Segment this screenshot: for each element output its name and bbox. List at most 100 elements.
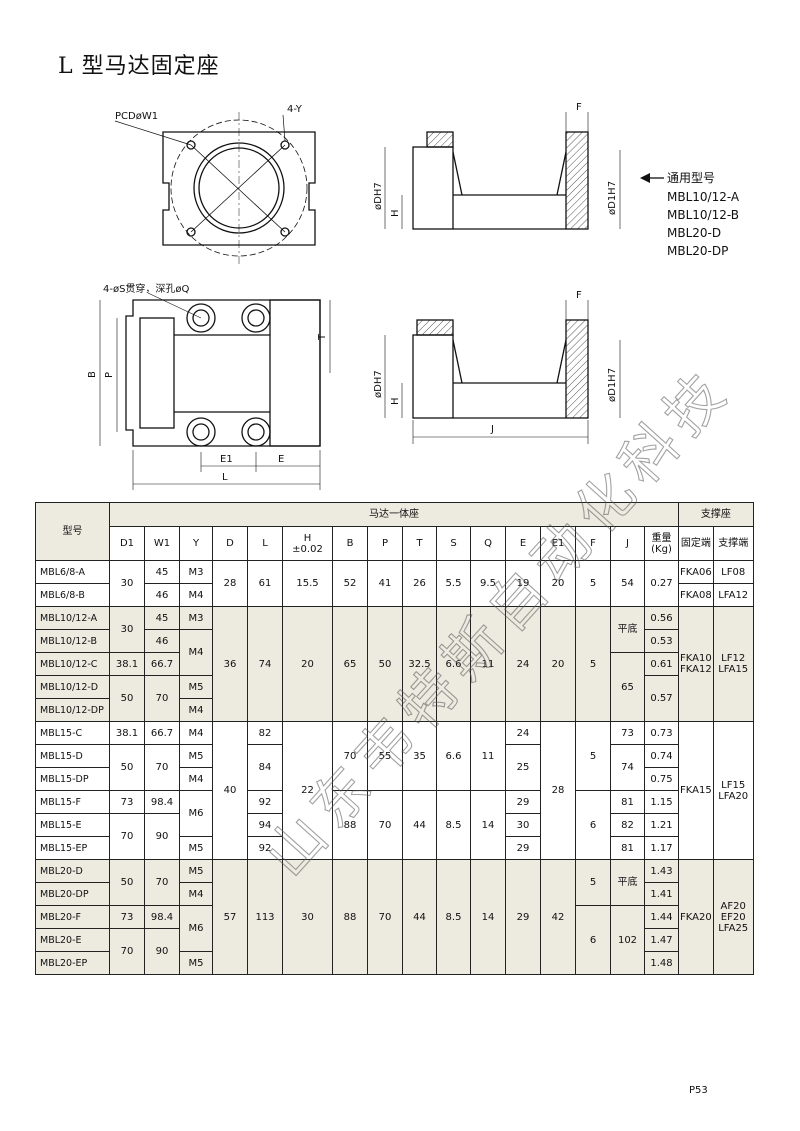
table-cell: M4: [179, 767, 213, 791]
common-model-1: MBL10/12-A: [667, 190, 740, 204]
side-view-drawing-bottom: [384, 300, 621, 444]
table-cell: 平底: [610, 606, 645, 653]
model-cell: MBL10/12-C: [35, 652, 110, 676]
col-header-fixed-end: 固定端: [678, 526, 714, 561]
table-cell: FKA15: [678, 721, 714, 860]
table-cell: 61: [247, 560, 283, 607]
table-cell: 1.48: [644, 951, 679, 975]
table-row: MBL10/12-A 30 45 M3 36 74 20 65 50 32.5 …: [35, 606, 754, 722]
common-model-2: MBL10/12-B: [667, 208, 739, 222]
holes-s-label: 4-øS贯穿，深孔øQ: [103, 282, 190, 295]
model-cell: MBL6/8-B: [35, 583, 110, 607]
dh7-label-top: øDH7: [373, 182, 384, 210]
model-cell: MBL20-D: [35, 859, 110, 883]
table-cell: 66.7: [144, 721, 180, 745]
table-cell: 92: [247, 790, 283, 814]
table-cell: 0.73: [644, 721, 679, 745]
dh7-label-bottom: øDH7: [373, 370, 384, 398]
model-cell: MBL15-D: [35, 744, 110, 768]
col-header-f: F: [575, 526, 611, 561]
table-cell: 1.41: [644, 882, 679, 906]
p-label: P: [104, 372, 115, 378]
l-label: L: [222, 472, 228, 483]
table-cell: 94: [247, 813, 283, 837]
table-cell: 平底: [610, 859, 645, 906]
table-cell: 1.15: [644, 790, 679, 814]
table-cell: 90: [144, 928, 180, 975]
table-cell: LF08: [712, 560, 754, 584]
table-cell: 8.5: [436, 790, 471, 860]
table-cell: 14: [470, 790, 506, 860]
col-header-b: B: [332, 526, 368, 561]
table-cell: AF20 EF20 LFA25: [712, 859, 754, 975]
model-header: 型号: [35, 502, 110, 561]
table-cell: 65: [332, 606, 368, 722]
table-cell: 70: [144, 675, 180, 722]
col-header-e: E: [505, 526, 541, 561]
table-cell: FKA06: [678, 560, 714, 584]
pcd-label: PCDøW1: [115, 111, 158, 122]
table-cell: 26: [402, 560, 437, 607]
table-cell: 5: [575, 606, 611, 722]
table-cell: 0.74: [644, 744, 679, 768]
table-cell: 5.5: [436, 560, 471, 607]
table-cell: 1.43: [644, 859, 679, 883]
col-header-t: T: [402, 526, 437, 561]
table-cell: M3: [179, 560, 213, 584]
col-header-d: D: [212, 526, 248, 561]
d1h7-label-bottom: øD1H7: [607, 368, 618, 402]
table-cell: 54: [610, 560, 645, 607]
j-label: J: [490, 424, 494, 435]
table-cell: 81: [610, 790, 645, 814]
table-cell: 6.6: [436, 721, 471, 791]
col-header-l: L: [247, 526, 283, 561]
table-cell: 25: [505, 744, 541, 791]
table-cell: 82: [610, 813, 645, 837]
table-cell: M4: [179, 583, 213, 607]
model-cell: MBL15-DP: [35, 767, 110, 791]
table-cell: 70: [367, 790, 403, 860]
table-cell: 0.53: [644, 629, 679, 653]
f-label-bottom: F: [576, 290, 582, 301]
table-cell: 9.5: [470, 560, 506, 607]
table-cell: 38.1: [109, 652, 145, 676]
table-cell: 0.75: [644, 767, 679, 791]
table-cell: 98.4: [144, 905, 180, 929]
table-cell: M5: [179, 675, 213, 699]
model-cell: MBL20-E: [35, 928, 110, 952]
table-cell: 66.7: [144, 652, 180, 676]
table-cell: 11: [470, 721, 506, 791]
table-cell: 65: [610, 652, 645, 722]
table-cell: 36: [212, 606, 248, 722]
table-cell: 50: [109, 859, 145, 906]
table-cell: 82: [247, 721, 283, 745]
table-cell: 0.61: [644, 652, 679, 676]
e1-label: E1: [220, 454, 233, 465]
table-cell: 14: [470, 859, 506, 975]
table-cell: 22: [282, 721, 333, 860]
table-row: MBL15-F 73 98.4 M6 92 88 70 44 8.5 14 29…: [35, 790, 754, 860]
table-cell: 84: [247, 744, 283, 791]
table-cell: 6.6: [436, 606, 471, 722]
top-view-drawing: [99, 292, 331, 490]
f-label-top: F: [576, 102, 582, 113]
table-cell: 28: [212, 560, 248, 607]
table-cell: 70: [109, 928, 145, 975]
page-number: P53: [689, 1085, 708, 1096]
col-header-s: S: [436, 526, 471, 561]
col-header-weight: 重量(Kg): [644, 526, 679, 561]
table-cell: 29: [505, 836, 541, 860]
model-cell: MBL15-EP: [35, 836, 110, 860]
common-model-4: MBL20-DP: [667, 244, 728, 258]
table-cell: M6: [179, 905, 213, 952]
table-cell: 50: [109, 744, 145, 791]
table-cell: 8.5: [436, 859, 471, 975]
table-cell: 98.4: [144, 790, 180, 814]
table-cell: 46: [144, 583, 180, 607]
table-cell: 50: [109, 675, 145, 722]
table-cell: 0.56: [644, 606, 679, 630]
table-cell: 11: [470, 606, 506, 722]
table-cell: 29: [505, 790, 541, 814]
table-cell: M5: [179, 951, 213, 975]
table-cell: FKA08: [678, 583, 714, 607]
